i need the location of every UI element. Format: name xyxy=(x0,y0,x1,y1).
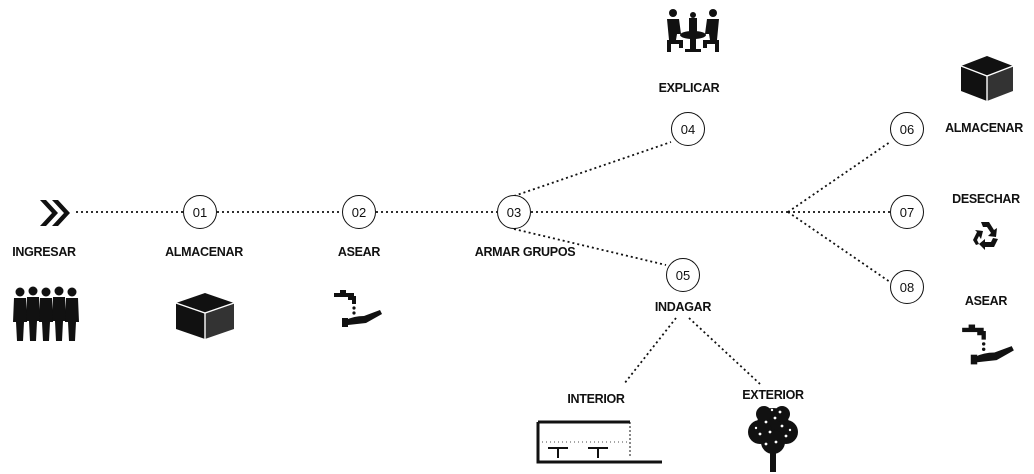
step-04-node: 04 xyxy=(671,112,705,146)
connector-split-08 xyxy=(787,211,891,283)
step-02-label: ASEAR xyxy=(337,245,381,259)
double-chevron-right-icon xyxy=(40,200,70,226)
step-03-number: 03 xyxy=(506,204,522,220)
step-07-number: 07 xyxy=(899,204,915,220)
step-06-number: 06 xyxy=(899,121,915,137)
people-group-icon xyxy=(13,286,79,341)
step-04-number: 04 xyxy=(680,121,696,137)
step-05-label: INDAGAR xyxy=(654,300,712,314)
step-01-number: 01 xyxy=(192,204,208,220)
step-05-node: 05 xyxy=(666,258,700,292)
faucet-hand-icon xyxy=(962,324,1014,365)
branch-interior-label: INTERIOR xyxy=(567,392,625,406)
box-icon xyxy=(175,293,235,339)
recycle-icon xyxy=(973,222,998,250)
step-07-label: DESECHAR xyxy=(952,192,1020,206)
meeting-table-icon xyxy=(667,9,719,52)
box-icon xyxy=(960,56,1014,101)
step-03-label: ARMAR GRUPOS xyxy=(474,245,576,259)
step-02-node: 02 xyxy=(342,195,376,229)
step-08-node: 08 xyxy=(890,270,924,304)
step-08-number: 08 xyxy=(899,279,915,295)
step-06-label: ALMACENAR xyxy=(945,121,1023,135)
connector-03-04 xyxy=(513,141,672,197)
step-08-label: ASEAR xyxy=(964,294,1008,308)
branch-exterior-label: EXTERIOR xyxy=(742,388,804,402)
step-01-label: ALMACENAR xyxy=(165,245,243,259)
step-07-node: 07 xyxy=(890,195,924,229)
step-04-label: EXPLICAR xyxy=(658,81,720,95)
step-03-node: 03 xyxy=(497,195,531,229)
faucet-hand-icon xyxy=(334,290,382,327)
connector-05-exterior xyxy=(688,317,761,385)
step-05-number: 05 xyxy=(675,267,691,283)
entry-label: INGRESAR xyxy=(12,245,76,259)
connector-05-interior xyxy=(623,317,677,385)
step-01-node: 01 xyxy=(183,195,217,229)
connector-split-06 xyxy=(787,141,891,213)
tree-icon xyxy=(748,406,798,472)
interior-space-icon xyxy=(536,420,662,464)
step-02-number: 02 xyxy=(351,204,367,220)
connector-03-05 xyxy=(513,228,667,266)
step-06-node: 06 xyxy=(890,112,924,146)
